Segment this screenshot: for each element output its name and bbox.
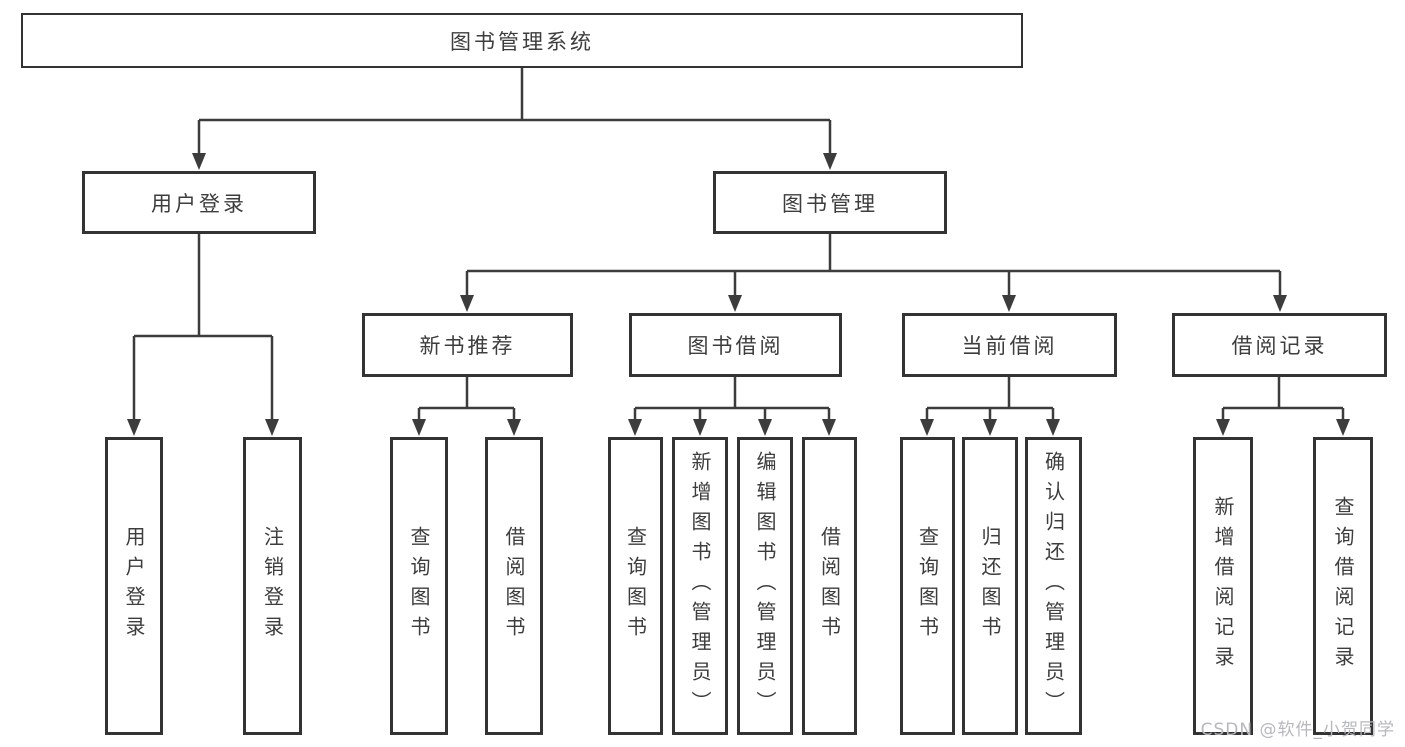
node-new-book-recommend: 新书推荐: [362, 313, 573, 377]
leaf-label: 注销登录: [260, 526, 285, 646]
leaf-label: 查询图书: [915, 526, 940, 646]
leaf-borrow-books-recommend: 借阅图书: [485, 437, 543, 735]
leaf-label: 查询图书: [407, 526, 431, 646]
leaf-logout: 注销登录: [243, 437, 302, 735]
leaf-query-books-borrowing: 查询图书: [608, 437, 663, 735]
leaf-label: 新增借阅记录: [1211, 496, 1235, 676]
leaf-edit-books-admin: 编辑图书（管理员）: [737, 437, 793, 735]
node-book-management: 图书管理: [713, 171, 947, 234]
leaf-label: 查询借阅记录: [1331, 496, 1355, 676]
node-borrowing-records: 借阅记录: [1172, 313, 1387, 377]
leaf-label: 新增图书（管理员）: [688, 451, 712, 721]
leaf-user-login: 用户登录: [105, 437, 163, 735]
leaf-label: 借阅图书: [817, 526, 842, 646]
node-root: 图书管理系统: [21, 13, 1023, 68]
connector-path: [132, 68, 1345, 420]
leaf-query-books-current: 查询图书: [900, 437, 955, 735]
arrowheads: [127, 153, 1350, 436]
leaf-label: 编辑图书（管理员）: [753, 451, 777, 721]
leaf-add-borrow-record: 新增借阅记录: [1193, 437, 1253, 735]
node-book-borrowing: 图书借阅: [629, 313, 842, 377]
leaf-query-borrow-record: 查询借阅记录: [1313, 437, 1373, 735]
leaf-query-books-recommend: 查询图书: [390, 437, 448, 735]
node-user-login: 用户登录: [82, 171, 316, 234]
leaf-return-books: 归还图书: [962, 437, 1018, 735]
leaf-label: 归还图书: [978, 526, 1002, 646]
leaf-borrow-books-borrowing: 借阅图书: [802, 437, 857, 735]
leaf-confirm-return-admin: 确认归还（管理员）: [1025, 437, 1082, 735]
leaf-add-books-admin: 新增图书（管理员）: [672, 437, 728, 735]
leaf-label: 查询图书: [623, 526, 648, 646]
leaf-label: 确认归还（管理员）: [1041, 451, 1066, 721]
leaf-label: 借阅图书: [502, 526, 526, 646]
watermark: CSDN @软件_小贺同学: [1200, 720, 1395, 740]
node-current-borrowing: 当前借阅: [902, 313, 1117, 377]
leaf-label: 用户登录: [122, 526, 146, 646]
